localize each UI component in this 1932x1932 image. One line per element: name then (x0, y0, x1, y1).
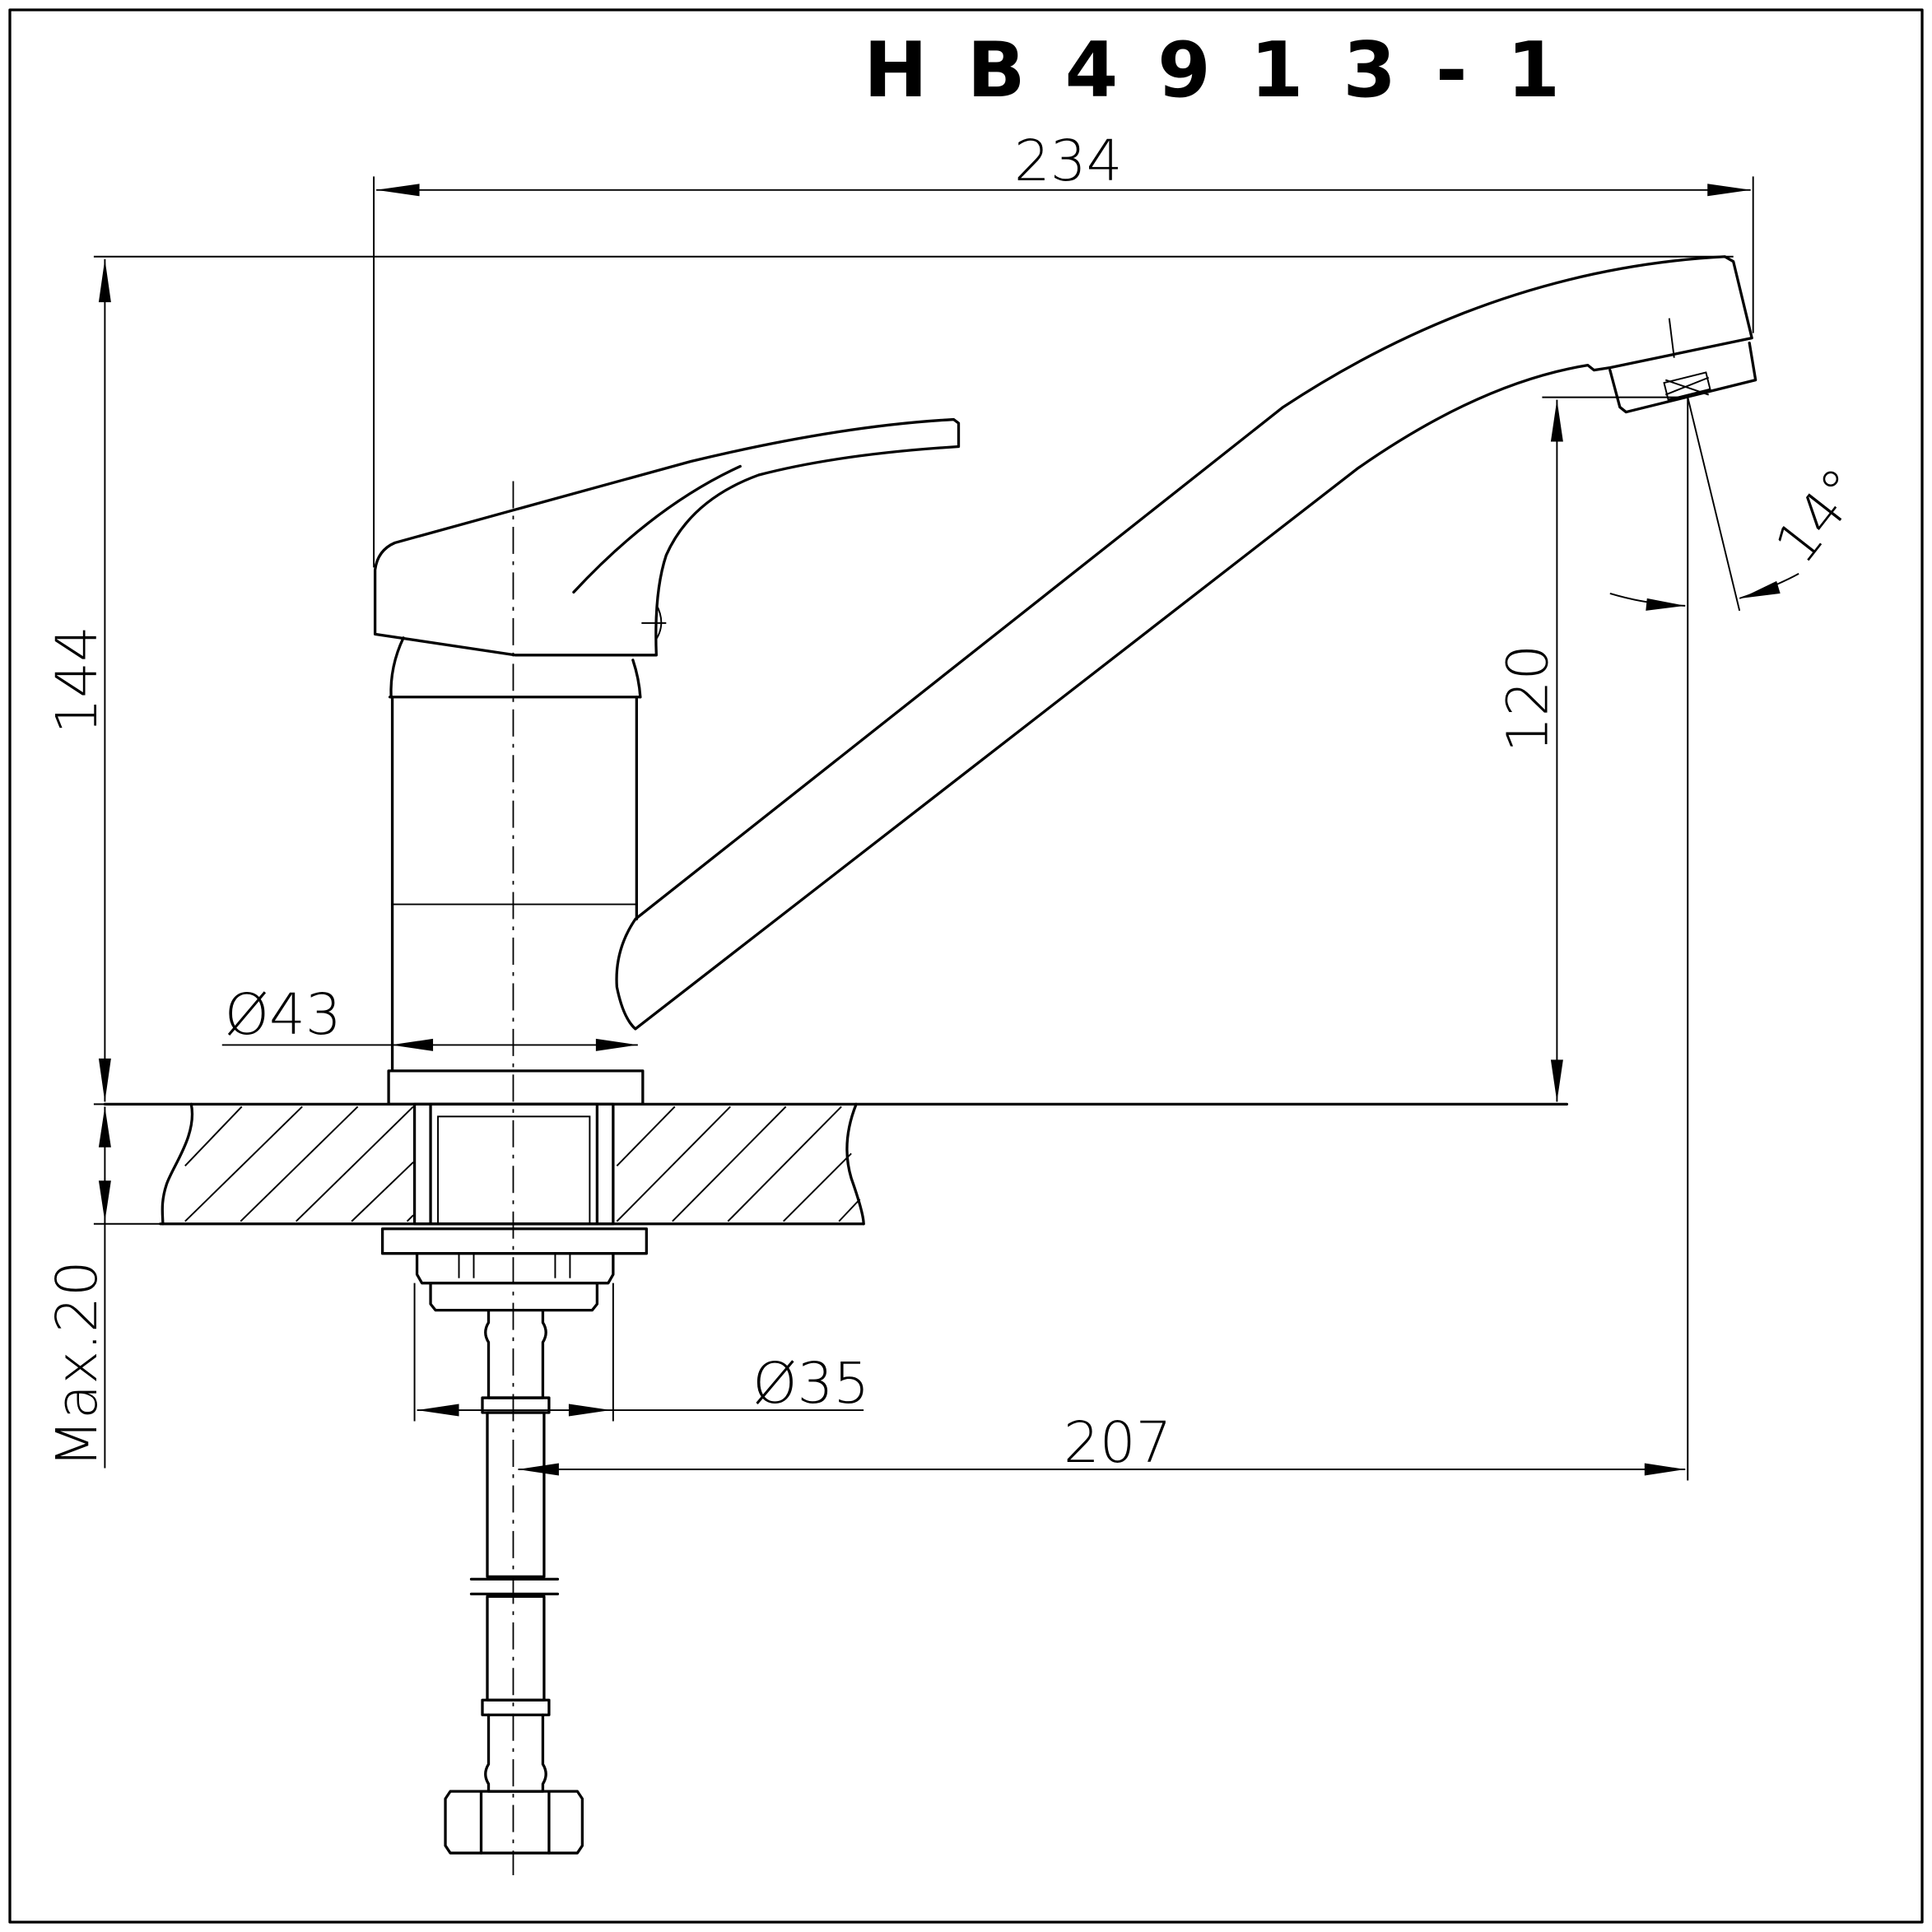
arrow-icon (376, 184, 420, 197)
dim-207-label: 207 (1064, 1410, 1172, 1476)
dimension-max-thickness: Max.20 (44, 1103, 161, 1468)
dim-144-label: 144 (44, 626, 110, 734)
dimension-overall-length: 234 (373, 128, 1754, 568)
dim-phi35-label: Ø35 (752, 1351, 869, 1417)
countertop-section (103, 1102, 1569, 1226)
dimension-spout-reach: 207 (518, 397, 1689, 1481)
arrow-icon (568, 1404, 611, 1417)
arrow-icon (1646, 598, 1686, 611)
drawing-border (8, 8, 1924, 1924)
faucet-body (387, 636, 645, 1106)
hose-nut (444, 1790, 584, 1855)
spout (615, 255, 1757, 1031)
dimension-aerator-angle: 14° (1609, 397, 1877, 612)
arrow-icon (1550, 399, 1563, 442)
supply-hose (444, 1308, 584, 1855)
arrow-icon (98, 1058, 111, 1102)
dimension-spout-clearance: 120 (1495, 396, 1684, 1102)
aerator (1663, 371, 1711, 401)
arrow-icon (595, 1038, 638, 1051)
arrow-icon (1644, 1463, 1686, 1476)
arrow-icon (98, 258, 111, 303)
model-title: HB4913-1 (864, 26, 1599, 114)
dimension-body-diameter: Ø43 (221, 982, 638, 1051)
arrow-icon (1740, 580, 1781, 598)
arrow-icon (1707, 184, 1751, 197)
arrow-icon (518, 1463, 559, 1476)
lever-handle[interactable] (373, 417, 961, 657)
dim-120-label: 120 (1495, 645, 1561, 753)
arrow-icon (1550, 1059, 1563, 1102)
dim-234-label: 234 (1014, 128, 1123, 194)
arrow-icon (98, 1106, 111, 1148)
dim-phi43-label: Ø43 (225, 982, 342, 1048)
dimension-hole-diameter: Ø35 (413, 1283, 869, 1422)
dimension-overall-height: 144 (44, 255, 1734, 1102)
mounting-nut (380, 1227, 648, 1312)
arrow-icon (391, 1038, 434, 1051)
dim-max20-label: Max.20 (44, 1260, 110, 1468)
dim-14deg-label: 14° (1762, 456, 1876, 576)
arrow-icon (417, 1404, 459, 1417)
arrow-icon (98, 1180, 111, 1222)
